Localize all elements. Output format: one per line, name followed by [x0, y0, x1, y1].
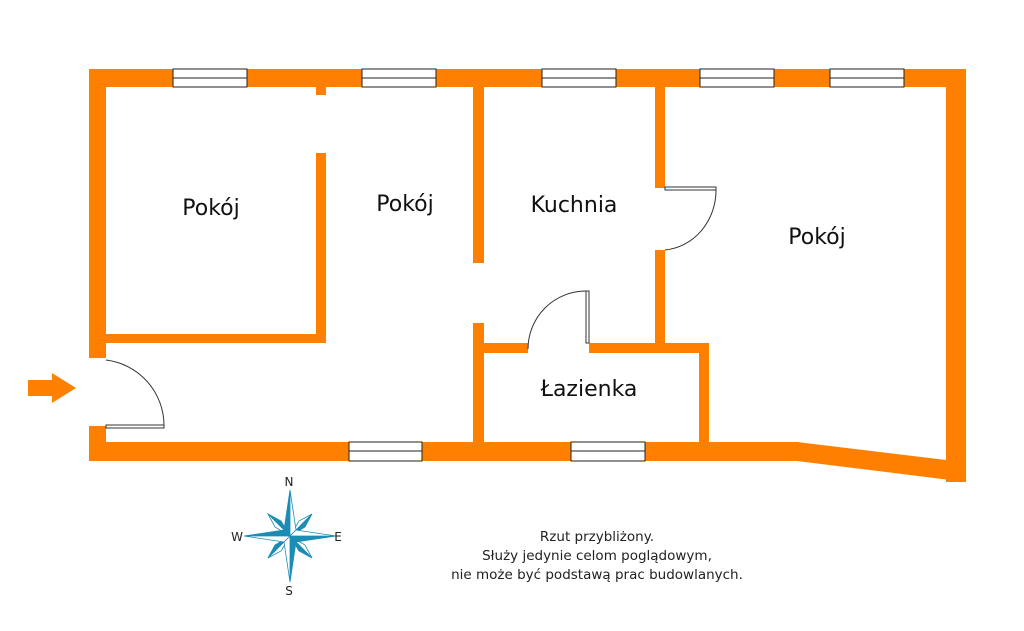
room-label-kuchnia: Kuchnia — [531, 193, 618, 218]
wall-bath-right — [699, 343, 709, 442]
wall-room1-right — [316, 153, 326, 343]
room-label-pokoj-1: Pokój — [182, 196, 239, 221]
kitchen-room-door — [664, 186, 717, 251]
walls — [89, 69, 966, 482]
arrow-right-icon — [28, 373, 76, 403]
windows — [172, 68, 905, 462]
wall-kitchen-left-lower — [473, 323, 484, 442]
wall-bath-top-left — [484, 343, 528, 353]
compass-e: E — [334, 530, 342, 544]
room-label-pokoj-3: Pokój — [788, 225, 845, 250]
wall-bath-top-right — [589, 343, 709, 353]
wall-kitchen-right-upper — [655, 87, 665, 188]
wall-bottom-slanted — [797, 442, 966, 482]
room-label-lazienka: Łazienka — [540, 377, 638, 402]
window — [570, 441, 646, 462]
note-line-1: Rzut przybliżony. — [540, 529, 654, 545]
entrance-door — [105, 359, 165, 429]
room-label-pokoj-2: Pokój — [376, 192, 433, 217]
wall-room1-bottom — [106, 334, 326, 343]
window — [699, 68, 775, 88]
wall-right — [946, 69, 966, 482]
note-line-2: Służy jedynie celom poglądowym, — [482, 548, 712, 564]
bathroom-door — [527, 290, 590, 350]
note-line-3: nie może być podstawą prac budowlanych. — [451, 567, 743, 583]
compass-w: W — [231, 530, 243, 544]
window — [172, 68, 248, 88]
window — [348, 441, 423, 462]
wall-kitchen-right-lower — [655, 250, 665, 343]
compass-s: S — [285, 584, 293, 598]
wall-left-upper — [89, 69, 106, 358]
compass-rose-icon — [243, 489, 337, 583]
wall-kitchen-left-upper — [473, 87, 484, 263]
compass-n: N — [285, 475, 294, 489]
wall-bottom — [89, 442, 799, 461]
window — [829, 68, 905, 88]
wall-stub — [316, 87, 326, 95]
window — [361, 68, 437, 88]
window — [541, 68, 617, 88]
doors — [105, 186, 717, 429]
